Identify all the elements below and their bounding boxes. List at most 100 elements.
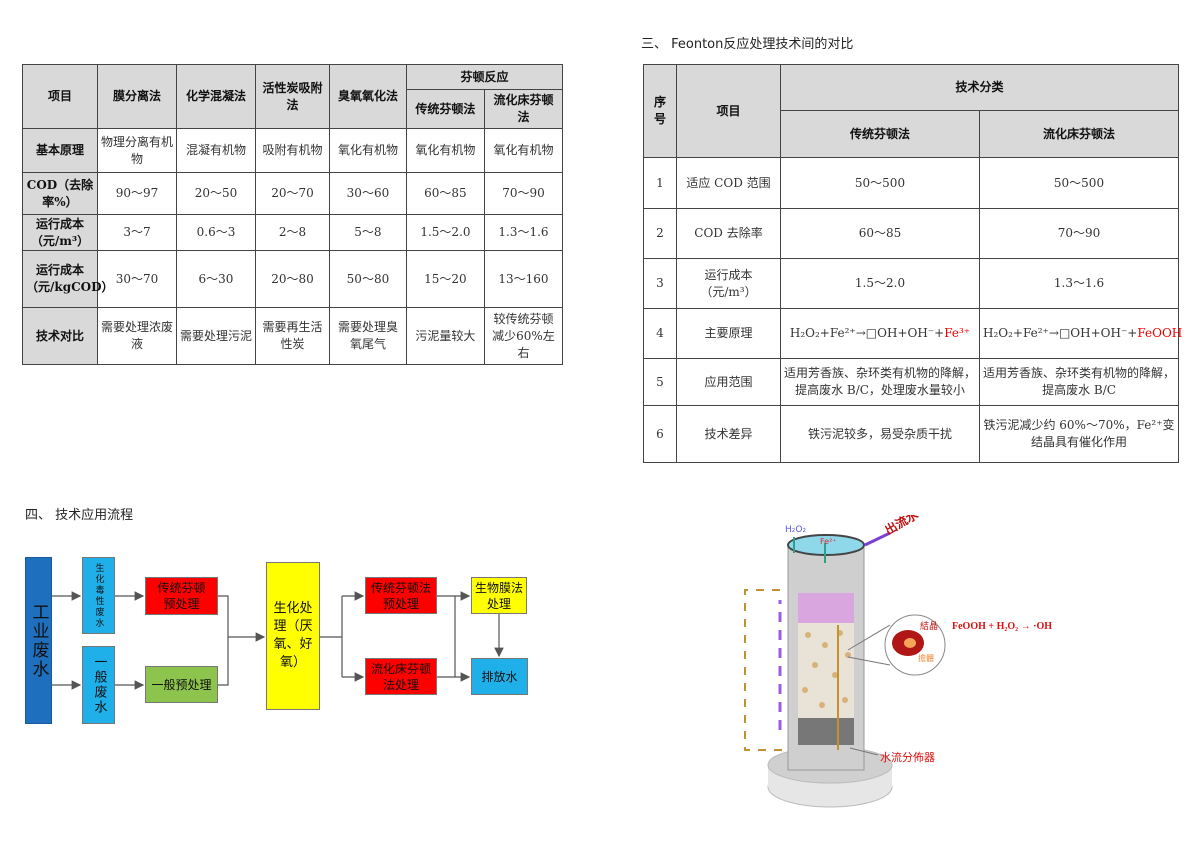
table-cell: 3～7 <box>96 214 177 251</box>
cell-a: H₂O₂+Fe²⁺→□OH+OH⁻+Fe³⁺ <box>780 308 980 359</box>
cell-text: 1.3～1.6 <box>1053 276 1105 290</box>
table-cell: 15～20 <box>405 250 485 308</box>
table-cell: 13～160 <box>483 250 564 308</box>
cell-b: H₂O₂+Fe²⁺→□OH+OH⁻+FeOOH <box>978 308 1183 359</box>
cell-item: 技术差异 <box>676 405 781 463</box>
table-row: 2 COD 去除率 60～85 70～90 <box>643 208 1180 259</box>
table-cell: 物理分离有机物 <box>96 128 177 173</box>
header-col: 膜分离法 <box>96 64 177 129</box>
cell-a: 适用芳香族、杂环类有机物的降解，提高废水 B/C，处理废水量较小 <box>780 358 980 406</box>
cell-text: 铁污泥减少约 60%～70%，Fe²⁺变结晶具有催化作用 <box>983 418 1175 449</box>
industrial-wastewater-box: 工业废水 <box>25 557 52 724</box>
section4-heading: 四、 技术应用流程 <box>25 508 134 523</box>
reaction-formula: FeOOH + H₂O₂ → ·OH <box>952 621 1052 632</box>
table-row: 5 应用范围 适用芳香族、杂环类有机物的降解，提高废水 B/C，处理废水量较小适用芳… <box>643 358 1180 406</box>
crystal-label: 結晶 <box>920 620 938 632</box>
flow-connectors <box>52 591 504 690</box>
table-cell: 50～80 <box>328 250 407 308</box>
cell-text: 3 <box>656 276 664 290</box>
section3-heading: 三、 Feonton反应处理技术间的对比 <box>641 37 854 52</box>
table-row: 3 运行成本（元/m³） 1.5～2.0 1.3～1.6 <box>643 258 1180 309</box>
general-wastewater-box: 一般废水 <box>82 646 115 724</box>
cell-a: 铁污泥较多，易受杂质干扰 <box>780 405 980 463</box>
header-group: 芬顿反应 <box>405 64 564 90</box>
fluidized-bed-reactor-illustration: H₂O₂ Fe²⁺ 出流水 結晶 FeOOH + H₂O₂ → ·OH 擔體 水… <box>744 515 1052 808</box>
biofilm-treatment-box: 生物膜法处理 <box>471 577 527 614</box>
table-cell: 2～8 <box>255 214 330 251</box>
cell-text: 适用芳香族、杂环类有机物的降解，提高废水 B/C，处理废水量较小 <box>784 366 977 397</box>
table-cell: 1.3～1.6 <box>483 214 564 251</box>
cell-item: 应用范围 <box>676 358 781 406</box>
cell-text: 主要原理 <box>704 326 753 340</box>
cell-text: 应用范围 <box>704 374 753 389</box>
table-cell: 70～90 <box>483 172 564 215</box>
cell-text: 运行成本（元/m³） <box>700 267 757 299</box>
fe2-label: Fe²⁺ <box>820 537 837 546</box>
fluidized-fenton-box: 流化床芬顿法处理 <box>365 658 437 695</box>
cell-text: H₂O₂+Fe²⁺→□OH+OH⁻+ <box>983 326 1138 340</box>
cell-text: 4 <box>656 326 664 340</box>
table-cell: 需要处理浓废液 <box>96 307 177 365</box>
table-row: 4 主要原理 H₂O₂+Fe²⁺→□OH+OH⁻+Fe³⁺H₂O₂+Fe²⁺→□OH… <box>643 308 1183 359</box>
cell-text: 2 <box>656 226 664 240</box>
cell-b: 适用芳香族、杂环类有机物的降解，提高废水 B/C <box>978 358 1180 406</box>
cell-a: 1.5～2.0 <box>780 258 980 309</box>
header-sub: 传统芬顿法 <box>780 110 980 158</box>
header-no: 序号 <box>643 64 677 158</box>
header-sub: 流化床芬顿法 <box>978 110 1180 158</box>
header-item: 项目 <box>676 64 781 158</box>
cell-no: 4 <box>643 308 677 359</box>
header-col: 臭氧氧化法 <box>328 64 407 129</box>
fenton-post-treatment-box: 传统芬顿法预处理 <box>365 577 437 614</box>
cell-b: 70～90 <box>978 208 1180 259</box>
table-cell: 需要处理臭氧尾气 <box>328 307 407 365</box>
table-row: 基本原理物理分离有机物混凝有机物吸附有机物氧化有机物氧化有机物氧化有机物 <box>22 128 564 173</box>
cell-item: 主要原理 <box>676 308 781 359</box>
cell-b: 50～500 <box>978 157 1180 209</box>
table-cell: 污泥量较大 <box>405 307 485 365</box>
table-cell: 90～97 <box>96 172 177 215</box>
row-label: 技术对比 <box>22 307 98 365</box>
table-cell: 氧化有机物 <box>328 128 407 173</box>
method-comparison-table: 项目 膜分离法 化学混凝法 活性炭吸附法 臭氧氧化法 芬顿反应 传统芬顿法 流化… <box>22 64 564 365</box>
cell-text: 适用芳香族、杂环类有机物的降解，提高废水 B/C <box>983 366 1176 397</box>
fenton-pretreatment-box: 传统芬顿预处理 <box>145 577 218 615</box>
row-label: COD（去除率%） <box>22 172 98 215</box>
cell-no: 5 <box>643 358 677 406</box>
header-col: 化学混凝法 <box>175 64 257 129</box>
cell-no: 6 <box>643 405 677 463</box>
toxic-wastewater-box: 生化毒性废水 <box>82 557 115 634</box>
table-cell: 氧化有机物 <box>483 128 564 173</box>
cell-item: 运行成本（元/m³） <box>676 258 781 309</box>
table-cell: 6～30 <box>175 250 257 308</box>
table-cell: 较传统芬顿减少60%左右 <box>483 307 564 365</box>
carrier-label: 擔體 <box>918 653 934 663</box>
cell-text: H₂O₂+Fe²⁺→□OH+OH⁻+ <box>789 326 945 340</box>
cell-text: 适应 COD 范围 <box>686 175 771 190</box>
biochemical-treatment-box: 生化处理（厌氧、好氧） <box>266 562 320 710</box>
table-cell: 0.6～3 <box>175 214 257 251</box>
table-cell: 1.5～2.0 <box>405 214 485 251</box>
header-group: 技术分类 <box>779 64 1180 111</box>
cell-item: 适应 COD 范围 <box>676 157 781 209</box>
table-cell: 需要处理污泥 <box>175 307 257 365</box>
table-cell: 60～85 <box>405 172 485 215</box>
table-cell: 混凝有机物 <box>175 128 257 173</box>
cell-item: COD 去除率 <box>676 208 781 259</box>
table-cell: 需要再生活性炭 <box>255 307 330 365</box>
cell-b: 1.3～1.6 <box>978 258 1180 309</box>
distributor-label: 水流分佈器 <box>880 750 935 764</box>
cell-no: 3 <box>643 258 677 309</box>
highlight-text: FeOOH <box>1137 326 1183 340</box>
cell-text: 60～85 <box>858 226 902 240</box>
cell-a: 50～500 <box>780 157 980 209</box>
table-cell: 30～70 <box>96 250 177 308</box>
cell-b: 铁污泥减少约 60%～70%，Fe²⁺变结晶具有催化作用 <box>978 405 1180 463</box>
discharge-water-box: 排放水 <box>471 658 528 695</box>
